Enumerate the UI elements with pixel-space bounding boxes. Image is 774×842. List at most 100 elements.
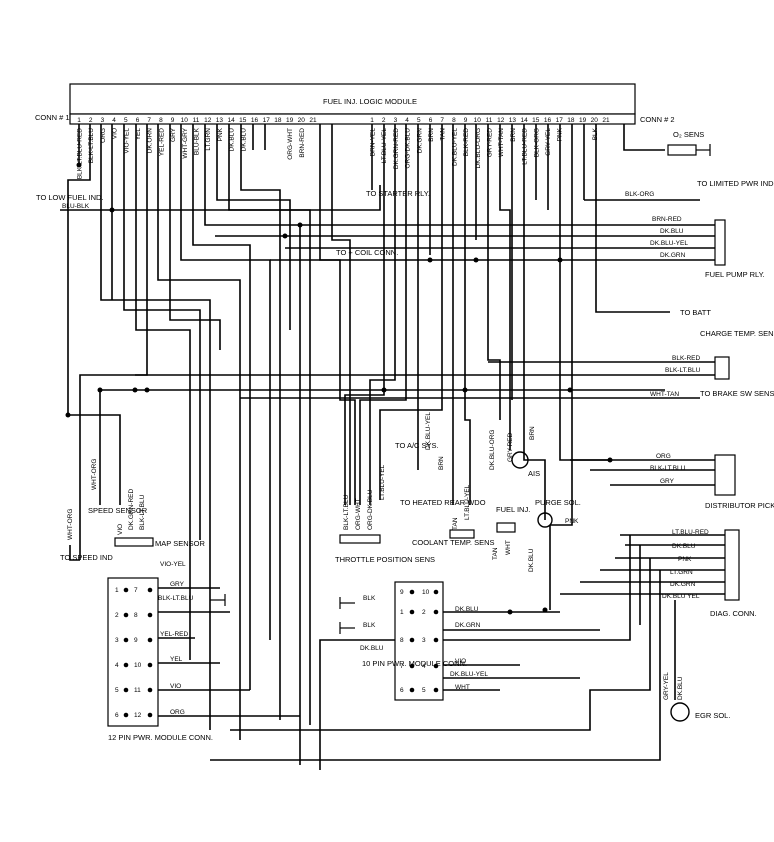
module-pin-left-14: 14: [227, 117, 235, 124]
twelve-pin-right-12: 12: [134, 712, 142, 719]
p12-gry-label: GRY: [170, 581, 185, 588]
module-pin-right-5: 5: [417, 117, 421, 124]
dk-blu-label: DK.BLU: [660, 228, 684, 235]
module-wire-right-13: BRN: [510, 128, 517, 142]
twelve-pin-left-terminal: [123, 687, 129, 693]
coolant-lt-blu-label: LT.BLU-YEL: [464, 484, 471, 520]
module-wire-right-1: BRN-YEL: [370, 128, 377, 157]
module-wire-left-9: GRY: [170, 127, 177, 142]
twelve-pin-right-8: 8: [134, 612, 138, 619]
module-wire-right-9: BLK-RED: [463, 128, 470, 156]
module-pin-left-9: 9: [171, 117, 175, 124]
purge-pnk-label: PNK: [565, 518, 579, 525]
brn-red-label: BRN-RED: [652, 216, 682, 223]
egr-gry-yel-label: GRY-YEL: [663, 672, 670, 700]
module-pin-right-14: 14: [520, 117, 528, 124]
ten-pin-left-terminal: [409, 589, 415, 595]
module-wire-left-19: ORG-WHT: [287, 128, 294, 160]
module-pin-right-8: 8: [452, 117, 456, 124]
module-pin-left-4: 4: [112, 117, 116, 124]
throttle-label: THROTTLE POSITION SENS: [335, 555, 435, 564]
ten-pin-left-7: 7: [400, 663, 404, 670]
twelve-pin-left-3: 3: [115, 637, 119, 644]
diag-pnk-label: PNK: [678, 556, 692, 563]
fuel-injector: [496, 522, 516, 533]
twelve-pin-connector: [107, 577, 159, 727]
twelve-pin-right-10: 10: [134, 662, 142, 669]
map-dk-grn-red-label: DK.GRN-RED: [128, 489, 135, 530]
ten-pin-right-10: 10: [422, 589, 430, 596]
twelve-pin-label: 12 PIN PWR. MODULE CONN.: [108, 733, 213, 742]
module-wire-left-11: BLU-BLK: [194, 127, 201, 155]
coil-label: TO + COIL CONN.: [336, 248, 398, 257]
module-wire-left-20: BRN-RED: [299, 128, 306, 158]
diag-dk-grn-label: DK.GRN: [670, 581, 696, 588]
p10-wht-label: WHT: [455, 684, 470, 691]
to-speed-ind-label: TO SPEED IND: [60, 553, 113, 562]
ais-label: AIS: [528, 469, 540, 478]
p10-dk-blu2-label: DK.BLU: [455, 606, 479, 613]
dk-grn-label: DK.GRN: [660, 252, 686, 259]
purge-solenoid: [537, 512, 553, 528]
charge-temp-label: CHARGE TEMP. SENSOR: [700, 329, 774, 338]
ten-pin-right-terminal: [433, 637, 439, 643]
map-blk-lt-blu-label: BLK-LT.BLU: [139, 494, 146, 530]
egr-solenoid: [670, 702, 690, 722]
diag-connector: [724, 529, 740, 601]
module-pin-right-3: 3: [394, 117, 398, 124]
module-wire-right-5: DK.GRN: [416, 128, 423, 154]
ten-pin-left-terminal: [409, 609, 415, 615]
to-batt-label: TO BATT: [680, 308, 711, 317]
twelve-pin-left-4: 4: [115, 662, 119, 669]
dk-blu-org-label: DK.BLU-ORG: [489, 430, 496, 470]
module-wire-left-15: DK.BLU: [240, 128, 247, 152]
module-wire-left-6: YEL: [135, 128, 142, 141]
module-pin-right-12: 12: [497, 117, 505, 124]
ten-pin-right-terminal: [433, 609, 439, 615]
module-pin-right-17: 17: [556, 117, 564, 124]
twelve-pin-right-terminal: [147, 662, 153, 668]
module-pin-left-17: 17: [263, 117, 271, 124]
p12-yel-red-label: YEL-RED: [160, 631, 188, 638]
ten-pin-left-1: 1: [400, 609, 404, 616]
map-vio-label: VIO: [117, 524, 124, 535]
module-pin-right-15: 15: [532, 117, 540, 124]
module-pin-left-11: 11: [193, 117, 200, 124]
module-wire-right-11: GRY-RED: [487, 128, 494, 158]
module-wire-left-4: VIO: [112, 128, 119, 139]
ais-motor: [511, 451, 529, 469]
speed-wht-org-label: WHT-ORG: [91, 459, 98, 490]
module-wire-right-14: LT.BLU-RED: [522, 128, 529, 165]
blu-blk-label: BLU-BLK: [62, 203, 90, 210]
distributor-pickup-coil: [714, 454, 736, 496]
org-label: ORG: [656, 453, 671, 460]
module-pin-left-21: 21: [309, 117, 317, 124]
module-wire-right-4: ORG-DK.BLU: [405, 128, 412, 169]
gry-red-label: GRY-RED: [507, 432, 514, 462]
twelve-pin-left-5: 5: [115, 687, 119, 694]
junction-dots: [65, 162, 613, 615]
module-wire-left-12: LT.GRN: [205, 128, 212, 151]
ten-pin-left-8: 8: [400, 637, 404, 644]
module-pin-left-10: 10: [181, 117, 189, 124]
p10-blk-label: BLK: [363, 595, 376, 602]
module-wire-left-13: PNK: [217, 127, 224, 141]
diag-lt-grn-label: LT.GRN: [670, 569, 693, 576]
ac-brn-label: BRN: [438, 456, 445, 470]
module-pin-left-6: 6: [136, 117, 140, 124]
module-title: FUEL INJ. LOGIC MODULE: [323, 97, 417, 106]
distributor-label: DISTRIBUTOR PICKUP COIL: [705, 501, 774, 510]
module-pin-left-20: 20: [298, 117, 306, 124]
coolant-tan-label: TAN: [452, 517, 459, 530]
ten-pin-left-terminal: [409, 637, 415, 643]
dk-blu-yel-label: DK.BLU-YEL: [650, 240, 688, 247]
ten-pin-right-terminal: [433, 687, 439, 693]
dist-blk-lt-blu-label: BLK-LT.BLU: [650, 465, 686, 472]
p10-blk2-label: BLK: [363, 622, 376, 629]
tps-org-wht-label: ORG-WHT: [355, 498, 362, 530]
module-pin-right-2: 2: [382, 117, 386, 124]
